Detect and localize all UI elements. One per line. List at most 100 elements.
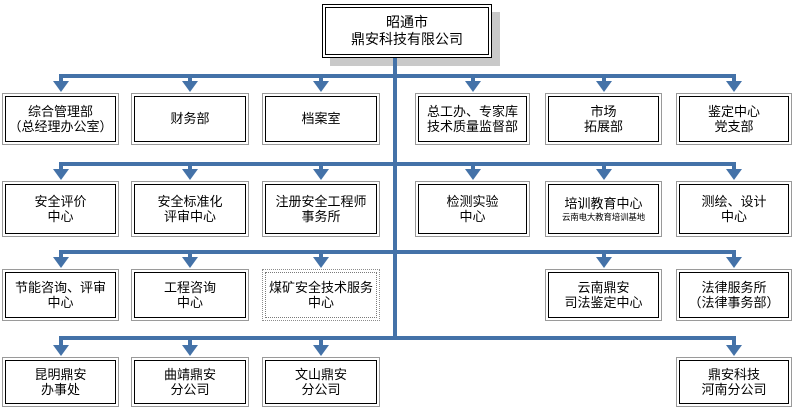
connector-arrow-r2-c1 — [52, 169, 69, 180]
org-node-inner: 检测实验中心 — [418, 184, 527, 234]
org-node-label: 培训教育中心 — [564, 196, 643, 212]
connector-drop-r1-c1 — [58, 74, 63, 82]
root-label: 鼎安科技有限公司 — [351, 31, 463, 47]
connector-drop-r4-c3 — [319, 336, 323, 346]
org-node-label: 党支部 — [714, 119, 754, 134]
org-node-r3-c6[interactable]: 法律服务所（法律事务部） — [676, 269, 792, 321]
connector-drop-r2-c2 — [188, 162, 192, 170]
org-node-label: 办事处 — [40, 382, 80, 397]
org-node-label: （总经理办公室） — [8, 119, 113, 134]
connector-arrow-r1-c6 — [726, 81, 742, 92]
org-node-label: 中心 — [459, 209, 486, 224]
org-node-r4-c6[interactable]: 鼎安科技河南分公司 — [676, 357, 792, 407]
org-node-label: 市场 — [590, 103, 617, 119]
org-node-inner: 注册安全工程师事务所 — [265, 184, 377, 234]
org-node-r4-c2[interactable]: 曲靖鼎安分公司 — [131, 357, 249, 407]
org-node-label: 煤矿安全技术服务 — [268, 279, 373, 295]
connector-drop-r3-c1 — [58, 250, 63, 258]
org-node-label: 鉴定中心 — [707, 103, 760, 119]
org-node-label: 节能咨询、评审 — [14, 279, 106, 295]
connector-drop-r1-c4 — [470, 74, 475, 82]
org-node-label: 司法鉴定中心 — [564, 295, 643, 310]
org-node-inner: 培训教育中心云南电大教育培训基地 — [548, 184, 659, 234]
org-node-label: 工程咨询 — [163, 279, 216, 295]
org-node-label: 财务部 — [170, 111, 210, 127]
org-node-r3-c1[interactable]: 节能咨询、评审中心 — [2, 269, 119, 321]
org-node-r1-c6[interactable]: 鉴定中心党支部 — [676, 93, 792, 145]
connector-arrow-r3-c3 — [313, 257, 329, 268]
org-node-inner: 文山鼎安分公司 — [265, 360, 377, 404]
connector-arrow-r1-c2 — [182, 81, 198, 92]
org-node-r1-c1[interactable]: 综合管理部（总经理办公室） — [2, 93, 119, 145]
org-node-r1-c2[interactable]: 财务部 — [131, 93, 249, 145]
org-node-r1-c5[interactable]: 市场拓展部 — [545, 93, 662, 145]
connector-arrow-r1-c3 — [313, 81, 329, 92]
org-node-label: 综合管理部 — [27, 103, 93, 119]
connector-arrow-r3-c2 — [182, 257, 198, 268]
org-node-label: 拓展部 — [583, 119, 623, 134]
org-node-label: 检测实验 — [446, 193, 499, 209]
org-node-r1-c4[interactable]: 总工办、专家库技术质量监督部 — [415, 93, 530, 145]
org-node-inner: 节能咨询、评审中心 — [5, 272, 116, 318]
org-node-r2-c4[interactable]: 检测实验中心 — [415, 181, 530, 237]
org-node-inner: 安全评价中心 — [5, 184, 116, 234]
org-node-label: 中心 — [307, 295, 334, 310]
org-node-inner: 鼎安科技河南分公司 — [679, 360, 789, 404]
org-node-r2-c6[interactable]: 测绘、设计中心 — [676, 181, 792, 237]
org-node-inner: 鉴定中心党支部 — [679, 96, 789, 142]
org-node-label: 中心 — [47, 209, 74, 224]
org-node-r2-c5[interactable]: 培训教育中心云南电大教育培训基地 — [545, 181, 662, 237]
org-node-inner: 测绘、设计中心 — [679, 184, 789, 234]
org-node-inner: 昭通市鼎安科技有限公司 — [325, 7, 489, 55]
org-node-label: 安全标准化 — [157, 193, 223, 209]
org-node-label: 法律服务所 — [701, 279, 767, 295]
connector-drop-r2-c4 — [470, 162, 475, 170]
connector-drop-r4-c1 — [58, 336, 63, 346]
org-node-r3-c2[interactable]: 工程咨询中心 — [131, 269, 249, 321]
org-node-label: 评审中心 — [163, 209, 216, 224]
org-node-inner: 煤矿安全技术服务中心 — [265, 272, 377, 318]
connector-drop-r4-c2 — [188, 336, 192, 346]
org-node-label: 河南分公司 — [701, 382, 767, 397]
org-node-inner: 法律服务所（法律事务部） — [679, 272, 789, 318]
connector-arrow-r2-c6 — [726, 169, 742, 180]
connector-arrow-r2-c4 — [464, 169, 481, 180]
org-node-root[interactable]: 昭通市鼎安科技有限公司 — [322, 4, 492, 58]
connector-drop-r3-c5 — [601, 250, 606, 258]
bus-bar-row-2 — [60, 162, 734, 166]
org-node-inner: 综合管理部（总经理办公室） — [5, 96, 116, 142]
org-node-r2-c2[interactable]: 安全标准化评审中心 — [131, 181, 249, 237]
org-node-label: 鼎安科技 — [707, 366, 760, 382]
org-node-inner: 市场拓展部 — [548, 96, 659, 142]
org-node-r2-c3[interactable]: 注册安全工程师事务所 — [262, 181, 380, 237]
org-node-r4-c1[interactable]: 昆明鼎安办事处 — [2, 357, 119, 407]
org-node-label: 分公司 — [170, 382, 210, 397]
connector-arrow-r4-c3 — [313, 345, 329, 356]
bus-bar-row-4 — [60, 336, 734, 340]
org-node-r1-c3[interactable]: 档案室 — [262, 93, 380, 145]
org-node-label: 中心 — [176, 295, 203, 310]
org-node-r3-c5[interactable]: 云南鼎安司法鉴定中心 — [545, 269, 662, 321]
connector-arrow-r1-c1 — [52, 81, 69, 92]
org-node-label: 安全评价 — [34, 193, 87, 209]
org-node-r3-c3[interactable]: 煤矿安全技术服务中心 — [262, 269, 380, 321]
bus-bar-row-1 — [60, 74, 734, 78]
connector-drop-r2-c5 — [601, 162, 606, 170]
connector-drop-r4-c6 — [732, 336, 736, 346]
org-node-label: 曲靖鼎安 — [163, 366, 216, 382]
org-node-r2-c1[interactable]: 安全评价中心 — [2, 181, 119, 237]
connector-arrow-r3-c6 — [726, 257, 742, 268]
org-node-label: 云南电大教育培训基地 — [561, 211, 645, 222]
connector-arrow-r4-c6 — [726, 345, 742, 356]
org-node-inner: 昆明鼎安办事处 — [5, 360, 116, 404]
org-node-r4-c3[interactable]: 文山鼎安分公司 — [262, 357, 380, 407]
trunk-line — [393, 58, 397, 340]
connector-drop-r2-c3 — [319, 162, 323, 170]
org-node-label: 中心 — [720, 209, 747, 224]
connector-drop-r3-c3 — [319, 250, 323, 258]
connector-arrow-r3-c5 — [595, 257, 612, 268]
org-node-inner: 工程咨询中心 — [134, 272, 246, 318]
connector-drop-r1-c5 — [601, 74, 606, 82]
connector-drop-r2-c6 — [732, 162, 736, 170]
root-label: 昭通市 — [386, 14, 428, 31]
